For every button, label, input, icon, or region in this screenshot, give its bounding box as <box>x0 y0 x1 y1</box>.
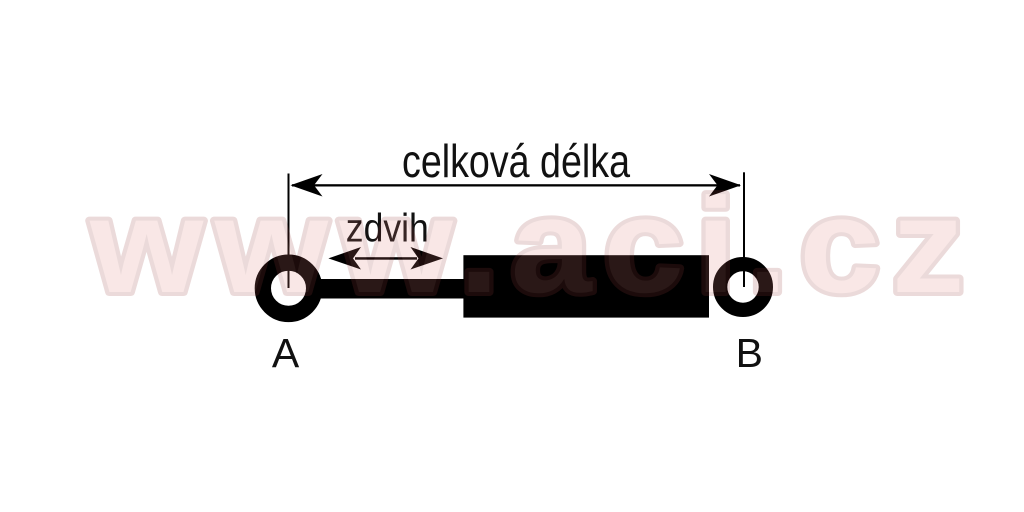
svg-text:zdvih: zdvih <box>346 206 429 250</box>
svg-text:www.aci.cz: www.aci.cz <box>89 170 976 321</box>
svg-text:B: B <box>736 330 763 376</box>
svg-text:celková délka: celková délka <box>402 135 630 187</box>
svg-text:A: A <box>272 330 300 376</box>
